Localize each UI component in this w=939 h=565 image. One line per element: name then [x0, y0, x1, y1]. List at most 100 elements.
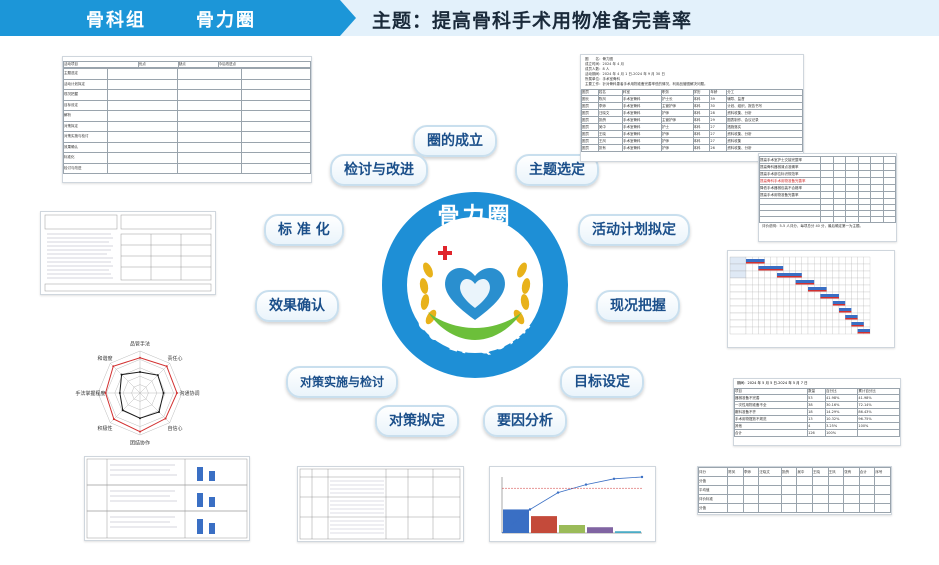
gantt-cell — [814, 270, 821, 279]
gantt-cell — [783, 256, 790, 265]
radar-axis-label: 责任心 — [168, 355, 183, 362]
table-cell: 检讨与改进 — [63, 162, 109, 174]
gantt-cell — [795, 284, 802, 293]
table-cell: 26 — [709, 144, 728, 152]
doc-gantt-chart — [727, 250, 895, 348]
logo-hands — [428, 312, 522, 340]
table-header-cell: 李师 — [742, 467, 760, 477]
pareto-cumulative-point — [612, 477, 616, 481]
radar-axis-line — [139, 363, 170, 394]
table-header-cell: 缺点 — [177, 61, 219, 68]
radar-point — [118, 392, 121, 394]
gantt-cell — [863, 263, 871, 272]
gantt-cell — [851, 270, 858, 279]
gantt-cell — [764, 326, 771, 335]
table-row: 提高手术用物准备完善率 — [759, 191, 896, 199]
gantt-cell — [826, 298, 833, 307]
gantt-plan-bar — [808, 287, 827, 290]
radar-axis-label: 手法掌握程度 — [75, 390, 105, 397]
table-cell: 41.98% — [825, 394, 859, 402]
table-cell — [870, 184, 884, 192]
gantt-cell — [807, 326, 815, 335]
step-formation: 圈的成立 — [413, 125, 497, 157]
gantt-cell — [795, 312, 802, 321]
table-cell: 提高手术室护士交接完整率 — [759, 156, 822, 164]
table-cell — [727, 476, 744, 486]
gantt-cell — [826, 256, 833, 265]
pareto-bar — [615, 531, 641, 533]
radar-point — [120, 373, 123, 376]
gantt-actual-bar — [795, 283, 815, 285]
gantt-cell — [807, 256, 815, 265]
gantt-cell — [845, 263, 852, 272]
table-row: 分值 — [698, 476, 891, 486]
table-cell — [843, 485, 860, 495]
pareto-cumulative-point — [528, 508, 532, 511]
gantt-cell — [820, 270, 827, 279]
table-cell — [176, 152, 242, 164]
table-cell — [812, 485, 829, 495]
table-cell: 一次性用物准备不全 — [734, 401, 809, 409]
step-standardize: 标 准 化 — [264, 214, 344, 246]
table-cell — [727, 503, 744, 513]
table-cell: 本科 — [692, 130, 711, 138]
pareto-cumulative-point — [584, 483, 588, 486]
table-cell — [845, 170, 859, 178]
table-cell — [240, 99, 311, 111]
gantt-actual-bar — [839, 311, 852, 313]
gantt-cell — [832, 326, 840, 335]
table-cell — [176, 68, 242, 80]
gantt-cell — [838, 256, 846, 265]
gantt-cell — [764, 298, 771, 307]
table-cell: 圈员 — [581, 109, 599, 117]
gantt-cell — [820, 298, 827, 307]
table-cell — [870, 156, 884, 164]
table-cell — [827, 503, 845, 513]
table-cell — [882, 184, 896, 192]
radar-axis-label: 沟通协调 — [180, 390, 200, 397]
gantt-label-cell — [729, 270, 747, 279]
table-cell — [107, 162, 178, 174]
gantt-cell — [758, 298, 765, 307]
table-cell: 本科 — [692, 116, 711, 124]
radar-point — [139, 430, 141, 433]
table-cell: 圈员 — [581, 116, 599, 124]
gantt-actual-bar — [820, 297, 839, 299]
gantt-cell — [826, 305, 833, 314]
step-activity-plan: 活动计划拟定 — [578, 214, 690, 246]
table-cell — [820, 156, 834, 164]
gantt-cell — [814, 312, 821, 321]
table-cell — [820, 177, 834, 185]
gantt-cell — [807, 319, 815, 328]
gantt-cell — [752, 319, 759, 328]
table-cell: 手术室骨科 — [622, 116, 662, 124]
gantt-cell — [752, 312, 759, 321]
table-cell — [820, 216, 834, 223]
table-cell: 目标设定 — [63, 99, 109, 111]
gantt-cell — [770, 256, 778, 265]
table-cell: 评价标准 — [698, 494, 729, 504]
gantt-cell — [838, 291, 846, 300]
table-cell — [882, 170, 896, 178]
gantt-cell — [770, 284, 778, 293]
radar-point — [162, 392, 165, 394]
gantt-cell — [795, 319, 802, 328]
gantt-cell — [826, 284, 833, 293]
gantt-cell — [764, 277, 771, 286]
gantt-cell — [826, 312, 833, 321]
gantt-cell — [789, 319, 796, 328]
table-cell — [845, 177, 859, 185]
doc-pareto-chart — [489, 466, 656, 542]
gantt-cell — [795, 326, 802, 335]
gantt-cell — [820, 326, 827, 335]
gantt-cell — [764, 312, 771, 321]
gantt-cell — [863, 284, 871, 293]
table-cell: 护士长 — [660, 95, 694, 103]
gantt-plan-bar — [795, 280, 815, 283]
member-info-line: 所属单位：手术室骨科 — [585, 77, 620, 81]
table-cell: 53 — [807, 394, 827, 402]
gantt-cell — [801, 256, 809, 265]
